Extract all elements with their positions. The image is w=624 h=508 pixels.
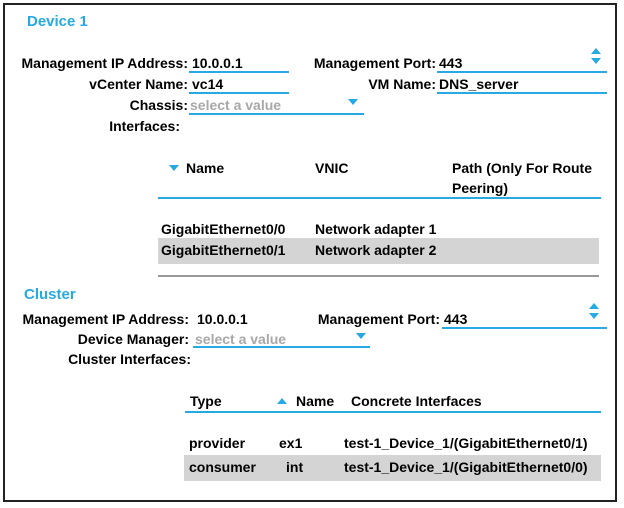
cluster-mgmt-ip-label: Management IP Address: — [22, 311, 190, 327]
cluster-mgmt-ip-value: 10.0.0.1 — [197, 311, 248, 327]
col-header-path-cont: Peering) — [452, 180, 509, 196]
device-vm-label: VM Name: — [368, 76, 436, 92]
device-vcenter-underline — [189, 92, 289, 94]
table-row-selected[interactable] — [184, 455, 601, 481]
device-chassis-select[interactable]: select a value — [190, 97, 282, 113]
col-header-name[interactable]: Name — [186, 160, 225, 176]
device-vm-underline — [437, 92, 607, 94]
device-table-bottom-divider — [158, 275, 599, 277]
table-row-type[interactable]: provider — [189, 435, 246, 451]
table-row-name[interactable]: int — [286, 459, 304, 475]
device-chassis-label: Chassis: — [129, 97, 188, 113]
cluster-mgmt-port-underline — [442, 327, 607, 329]
device-section-title: Device 1 — [27, 13, 88, 30]
device-mgmt-port-input[interactable]: 443 — [439, 55, 463, 71]
cluster-device-manager-select[interactable]: select a value — [195, 331, 287, 347]
cluster-device-manager-label: Device Manager: — [77, 331, 189, 347]
spinner-up-icon[interactable] — [591, 48, 601, 54]
cluster-section-title: Cluster — [24, 286, 76, 303]
spinner-up-icon[interactable] — [589, 303, 599, 309]
cluster-interfaces-label: Cluster Interfaces: — [68, 351, 191, 367]
device-mgmt-port-label: Management Port: — [313, 55, 436, 71]
col-header-type[interactable]: Type — [190, 393, 222, 409]
sort-descending-icon[interactable] — [169, 165, 179, 171]
table-row-concrete[interactable]: test-1_Device_1/(GigabitEthernet0/0) — [344, 459, 588, 475]
device-table-header-underline — [158, 197, 601, 199]
spinner-down-icon[interactable] — [589, 313, 599, 319]
device-mgmt-ip-input[interactable]: 10.0.0.1 — [192, 55, 243, 71]
table-row-selected[interactable] — [158, 238, 599, 264]
col-header-name[interactable]: Name — [296, 393, 335, 409]
table-row-vnic[interactable]: Network adapter 2 — [315, 242, 437, 258]
device-mgmt-ip-underline — [189, 71, 289, 73]
table-row-concrete[interactable]: test-1_Device_1/(GigabitEthernet0/1) — [344, 435, 588, 451]
sort-ascending-icon[interactable] — [277, 398, 287, 404]
device-port-spinner[interactable] — [591, 48, 601, 66]
device-vcenter-input[interactable]: vc14 — [192, 76, 224, 92]
cluster-mgmt-port-label: Management Port: — [317, 311, 440, 327]
device-vm-input[interactable]: DNS_server — [439, 76, 519, 92]
main-panel — [3, 3, 617, 502]
spinner-down-icon[interactable] — [591, 58, 601, 64]
col-header-concrete-interfaces[interactable]: Concrete Interfaces — [351, 393, 482, 409]
table-row-vnic[interactable]: Network adapter 1 — [315, 221, 437, 237]
device-mgmt-port-underline — [437, 71, 607, 73]
device-vcenter-label: vCenter Name: — [89, 76, 188, 92]
cluster-port-spinner[interactable] — [589, 303, 599, 321]
cluster-device-manager-underline — [193, 346, 370, 348]
table-row-name[interactable]: ex1 — [279, 435, 303, 451]
cluster-mgmt-port-input[interactable]: 443 — [444, 311, 468, 327]
device-chassis-underline — [189, 113, 364, 115]
col-header-path[interactable]: Path (Only For Route — [452, 160, 592, 176]
device-mgmt-ip-label: Management IP Address: — [21, 55, 189, 71]
table-row-name[interactable]: GigabitEthernet0/1 — [161, 242, 286, 258]
cluster-table-header-underline — [185, 411, 601, 413]
chevron-down-icon[interactable] — [356, 333, 366, 339]
device-interfaces-label: Interfaces: — [109, 118, 180, 134]
table-row-type[interactable]: consumer — [189, 459, 256, 475]
chevron-down-icon[interactable] — [348, 99, 358, 105]
table-row-name[interactable]: GigabitEthernet0/0 — [161, 221, 286, 237]
col-header-vnic[interactable]: VNIC — [315, 160, 349, 176]
